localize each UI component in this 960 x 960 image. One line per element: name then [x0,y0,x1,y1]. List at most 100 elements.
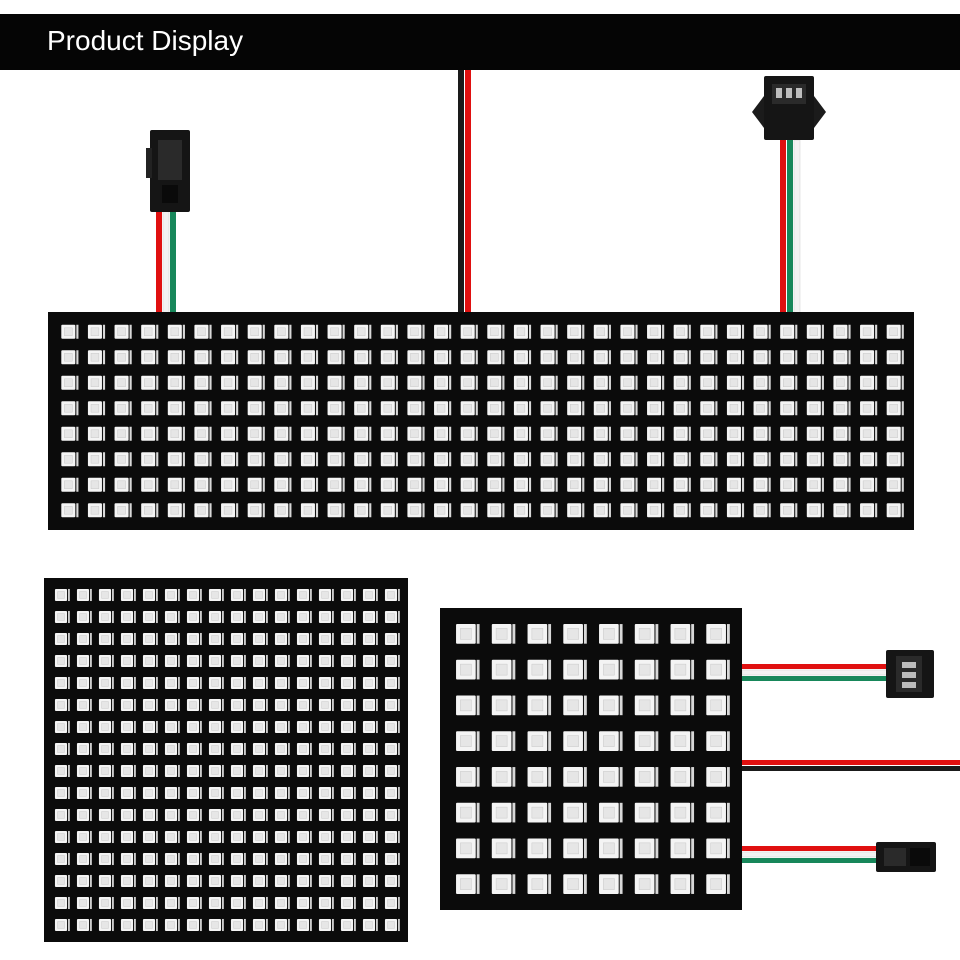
led-pixel [726,375,745,390]
led-panel-16x16 [44,578,408,942]
led-pixel [593,350,611,365]
led-pixel [54,654,70,668]
led-pixel [491,838,516,859]
led-pixel [340,676,356,690]
led-pixel [384,918,400,932]
led-pixel [208,676,224,690]
led-pixel [54,610,70,624]
led-pixel [120,632,136,646]
led-pixel [806,426,824,441]
led-pixel [114,426,132,441]
led-pixel [76,720,92,734]
led-pixel [327,401,345,416]
led-pixel [527,802,552,823]
led-pixel [384,632,400,646]
wire-red [156,208,162,316]
led-pixel [362,654,378,668]
led-pixel [252,786,268,800]
header-banner: Product Display [0,14,960,70]
led-pixel [487,324,505,339]
led-pixel [434,401,452,416]
led-pixel [208,808,224,822]
led-pixel [380,503,398,518]
led-pixel [384,852,400,866]
led-pixel [860,401,878,416]
led-pixel [460,324,478,339]
led-pixel [87,350,106,365]
led-pixel [274,918,290,932]
led-pixel [54,720,70,734]
led-pixel [208,698,224,712]
led-pixel [563,802,587,823]
led-pixel [120,918,136,932]
connector-plug [752,76,826,140]
led-pixel [76,698,92,712]
led-pixel [620,452,638,467]
led-pixel [673,324,691,339]
led-pixel [54,852,70,866]
led-pixel [247,426,265,441]
led-pixel [186,654,202,668]
led-pixel [780,452,798,467]
led-pixel [634,659,659,680]
led-pixel [274,830,290,844]
led-pixel [673,375,691,390]
led-pixel [54,874,70,888]
led-pixel [186,742,202,756]
led-pixel [247,503,265,518]
led-pixel [833,452,851,467]
led-pixel [318,852,334,866]
led-pixel [247,375,265,390]
led-pixel [194,477,212,492]
top-left-cable [146,130,190,317]
led-pixel [98,764,114,778]
led-pixel [340,808,356,822]
led-pixel [407,503,425,518]
led-pixel [274,401,292,416]
led-pixel [76,808,92,822]
led-pixel [76,632,92,646]
led-pixel [540,375,558,390]
led-pixel [780,324,798,339]
led-pixel [340,742,356,756]
led-pixel [860,452,878,467]
led-pixel [230,852,246,866]
led-pixel [221,350,239,365]
led-pixel [296,874,312,888]
led-pixel [252,896,268,910]
led-pixel [620,401,638,416]
led-pixel [456,659,480,680]
led-pixel [700,401,718,416]
led-pixel [384,676,400,690]
led-pixel [340,720,356,734]
led-pixel [860,477,878,492]
led-pixel [407,375,425,390]
led-pixel [296,676,312,690]
connector-plug [886,650,934,698]
led-pixel [362,918,378,932]
led-pixel [380,324,398,339]
led-pixel [208,720,224,734]
led-pixel [327,452,345,467]
led-pixel [670,838,695,859]
led-pixel [380,350,398,365]
led-pixel [806,477,824,492]
led-pixel [141,401,159,416]
pcb-board [48,312,914,530]
led-pixel [167,452,185,467]
led-pixel [54,698,70,712]
led-pixel [300,324,319,339]
led-pixel [670,874,695,894]
led-pixel [886,503,904,518]
led-pixel [54,830,70,844]
led-pixel [456,731,480,751]
led-pixel [318,698,334,712]
led-pixel [673,401,691,416]
led-pixel [806,452,824,467]
led-pixel [434,350,452,365]
led-pixel [208,742,224,756]
led-pixel [208,610,224,624]
led-pixel [164,654,180,668]
led-pixel [194,350,212,365]
led-pixel [230,698,246,712]
